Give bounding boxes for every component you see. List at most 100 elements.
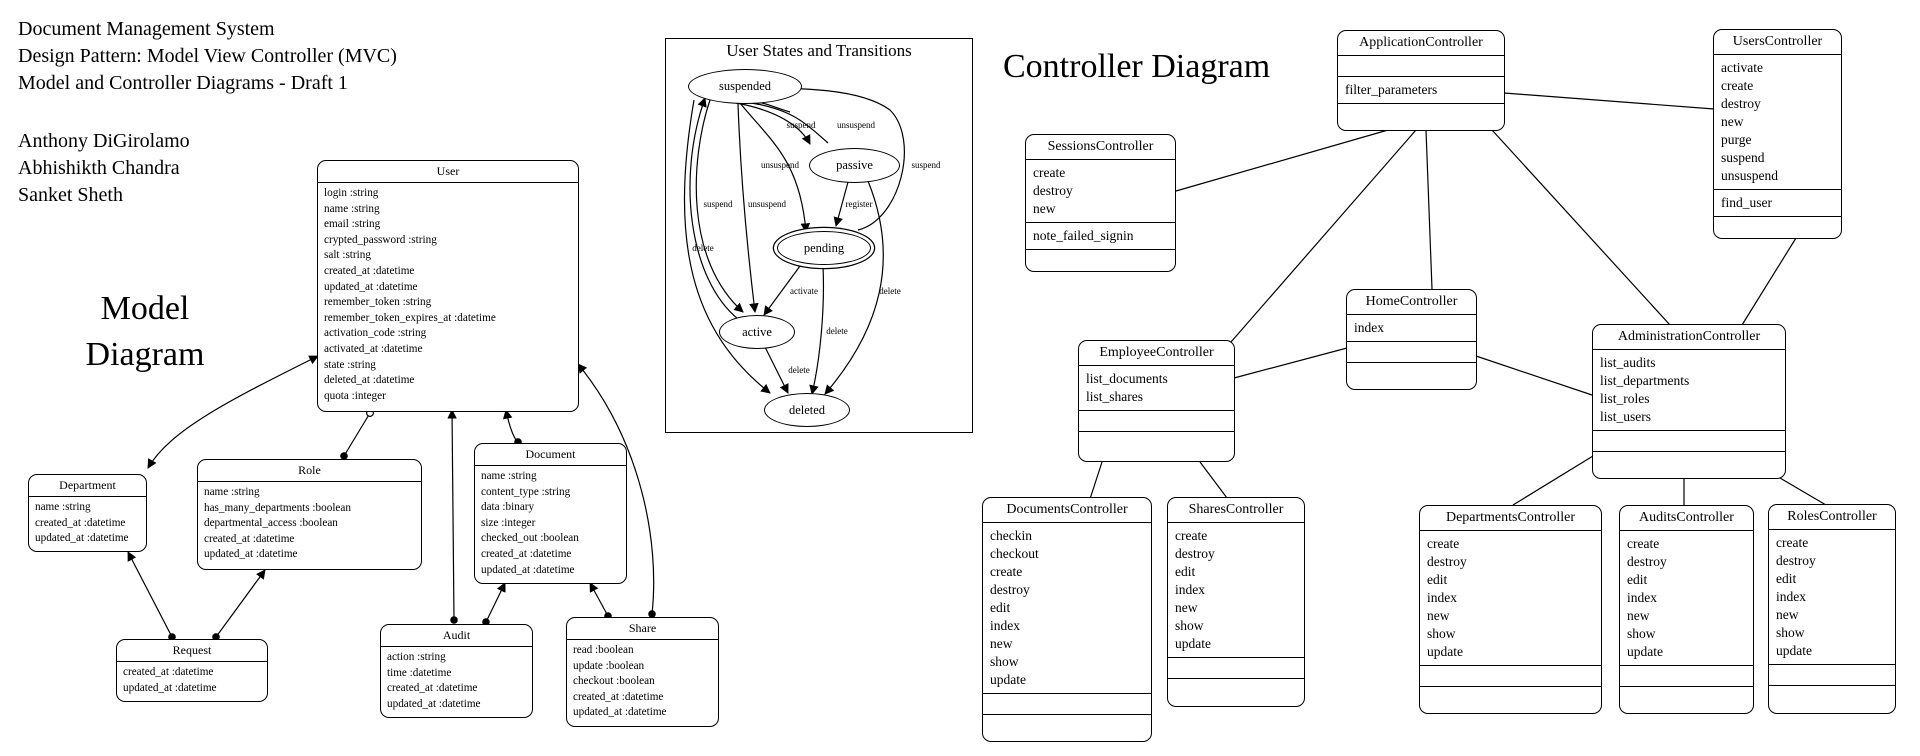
controller-roles-methods: create destroy edit index new show updat… [1769,530,1895,665]
entity-department-attributes: name :string created_at :datetime update… [29,497,146,550]
attribute: name :string [35,501,91,513]
method: create [1776,535,1809,550]
controller-documents-empty-section [983,715,1151,735]
method: list_documents [1086,371,1168,386]
method: update [1627,644,1663,659]
edge-user-department [147,355,319,469]
method: purge [1721,132,1752,147]
attribute: content_type :string [481,485,571,498]
controller-application-name: ApplicationController [1338,31,1504,56]
controller-employee-name: EmployeeController [1079,341,1234,366]
controller-employee-private-methods [1079,411,1234,432]
method: update [1175,636,1211,651]
edge-label-delete: delete [692,243,714,253]
controller-application: ApplicationController filter_parameters [1337,30,1505,131]
controller-employee-empty-section [1079,432,1234,452]
attribute: created_at :datetime [573,690,664,703]
model-diagram-label-line2: Diagram [85,336,205,373]
controller-users: UsersController activate create destroy … [1713,29,1842,239]
attribute: created_at :datetime [387,682,478,695]
controller-roles-private-methods [1769,665,1895,686]
attribute: has_many_departments :boolean [204,501,351,514]
attribute: activated_at :datetime [324,342,423,355]
method: list_departments [1600,373,1690,388]
attribute: remember_token :string [324,296,432,309]
method: new [1721,114,1744,129]
method: checkin [990,528,1032,543]
edge-label-suspend: suspend [911,160,941,170]
method: create [1721,78,1754,93]
method: create [1175,528,1208,543]
attribute: size :integer [481,516,536,529]
edge-application-sessions [1175,129,1389,192]
model-diagram-label: Model Diagram [70,286,220,378]
model-diagram-label-line1: Model [100,290,190,327]
entity-user-name: User [318,161,578,183]
method: destroy [1427,554,1467,569]
edge-user-document [502,409,522,446]
controller-roles-empty-section [1769,686,1895,706]
controller-departments: DepartmentsController create destroy edi… [1419,505,1602,714]
method: index [1175,582,1205,597]
attribute: read :boolean [573,644,634,656]
controller-departments-name: DepartmentsController [1420,506,1601,531]
controller-users-private-methods: find_user [1714,190,1841,217]
controller-administration-methods: list_audits list_departments list_roles … [1593,350,1785,431]
edge-label-unsuspend: unsuspend [761,160,799,170]
attribute: updated_at :datetime [481,563,575,576]
controller-employee-methods: list_documents list_shares [1079,366,1234,411]
header-subtitle: Model and Controller Diagrams - Draft 1 [18,72,348,94]
controller-sessions-empty-section [1026,250,1175,270]
edge-label-delete: delete [879,286,901,296]
attribute: updated_at :datetime [324,280,418,293]
attribute: state :string [324,358,376,371]
method: new [1033,201,1056,216]
edge-application-home [1425,129,1433,290]
edge-home-employee [1233,347,1348,379]
edge-label-unsuspend: unsuspend [748,199,786,209]
edge-administration-departments [1512,455,1594,506]
method: suspend [1721,150,1765,165]
attribute: data :binary [481,501,535,514]
controller-application-empty-section [1338,104,1504,124]
edge-document-audit [482,582,506,626]
entity-document-name: Document [475,444,626,466]
method: note_failed_signin [1033,228,1134,243]
attribute: checkout :boolean [573,675,655,688]
method: index [1776,589,1806,604]
edge-passive-pending [833,181,849,227]
controller-audits-empty-section [1620,687,1753,707]
controller-audits: AuditsController create destroy edit ind… [1619,505,1754,714]
controller-application-private-methods: filter_parameters [1338,77,1504,104]
method: show [990,654,1019,669]
edge-label-delete: delete [826,326,848,336]
attribute: salt :string [324,249,371,262]
method: list_shares [1086,389,1143,404]
controller-departments-empty-section [1420,687,1601,707]
edge-user-role [340,409,374,460]
state-diagram-title: User States and Transitions [726,41,912,60]
attribute: time :datetime [387,666,452,679]
state-deleted: deleted [764,393,850,427]
edge-users-administration [1741,237,1797,326]
controller-documents-private-methods [983,694,1151,715]
entity-request: Request created_at :datetime updated_at … [116,639,268,702]
state-active: active [719,315,795,349]
attribute: action :string [387,651,446,663]
edge-user-share [577,363,656,618]
edge-suspended-deleted [683,99,771,394]
method: filter_parameters [1345,82,1438,97]
controller-shares-private-methods [1168,658,1304,679]
controller-sessions: SessionsController create destroy new no… [1025,134,1176,272]
edge-application-employee [1223,129,1417,351]
method: list_users [1600,409,1652,424]
controller-home-methods: index [1347,315,1476,342]
method: checkout [990,546,1039,561]
attribute: updated_at :datetime [387,697,481,710]
entity-user-attributes: login :string name :string email :string… [318,183,578,407]
method: show [1175,618,1204,633]
edge-suspended-passive [735,102,811,145]
edge-active-suspended [689,97,739,320]
method: new [1776,607,1799,622]
entity-user: User login :string name :string email :s… [317,160,579,412]
